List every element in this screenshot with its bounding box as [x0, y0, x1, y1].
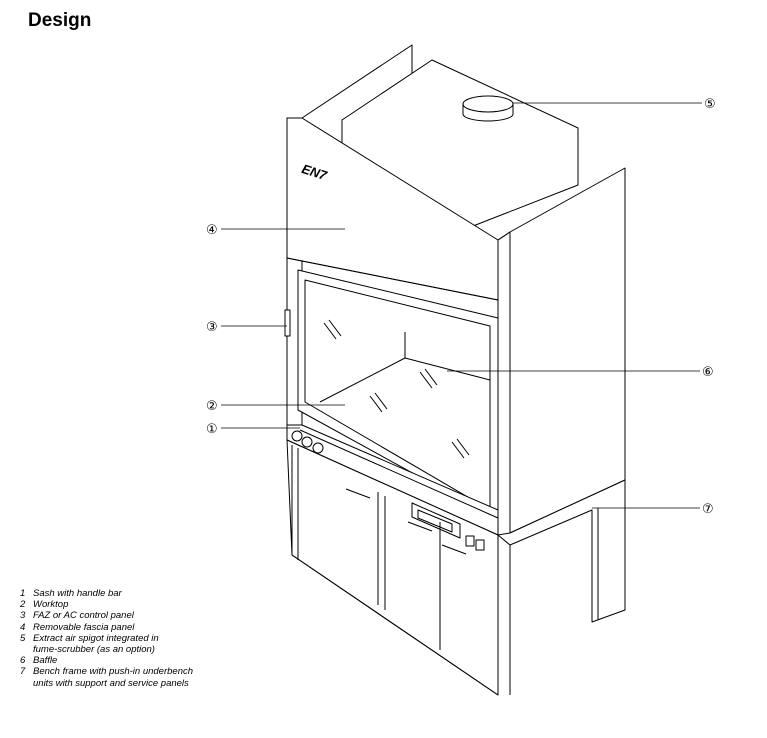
- worktop-edge: [286, 424, 499, 536]
- callout-2: ②: [206, 399, 218, 414]
- top-box-top: [342, 60, 578, 228]
- callout-5: ⑤: [704, 97, 716, 112]
- faz-control-panel: [284, 309, 291, 337]
- callout-3: ③: [206, 320, 218, 335]
- callout-7: ⑦: [702, 502, 714, 517]
- callout-1: ①: [206, 422, 218, 437]
- page-title: Design: [28, 10, 92, 31]
- control-display: [411, 502, 461, 539]
- callout-4: ④: [206, 223, 218, 238]
- bench-frame-side: [497, 479, 626, 623]
- callout-6: ⑥: [702, 365, 714, 380]
- right-side-wall: [509, 167, 626, 534]
